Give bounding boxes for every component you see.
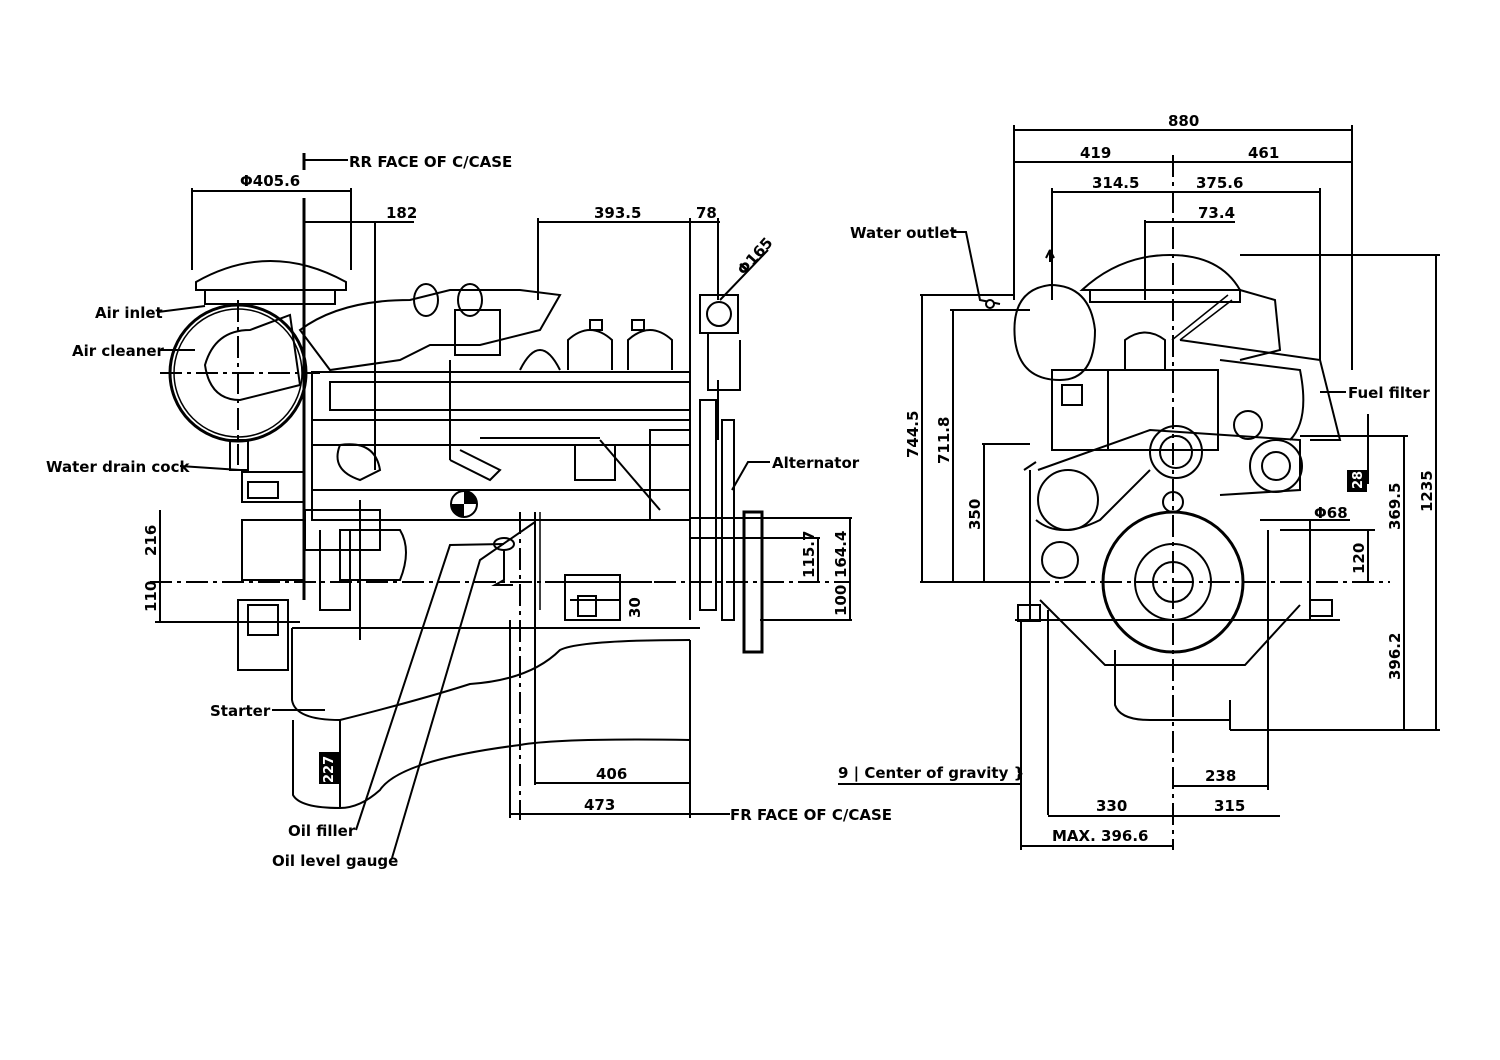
dim-air-cleaner-diameter: Φ405.6	[191, 172, 352, 270]
dim-label-350: 350	[966, 499, 984, 530]
dim-label-max-396-6: MAX. 396.6	[1052, 827, 1148, 845]
dim-label-330: 330	[1096, 797, 1127, 815]
air-cleaner	[160, 260, 347, 471]
water-outlet-marker	[985, 299, 995, 309]
front-left-dimensions: 744.5 711.8 350	[904, 294, 1030, 583]
callout-oil-level-gauge: Oil level gauge	[272, 852, 398, 870]
flywheel-housing	[237, 471, 305, 671]
dim-label-73-4: 73.4	[1198, 204, 1235, 222]
dim-right-verticals: 115.7 164.4 100	[690, 517, 852, 621]
dim-label-68: Φ68	[1314, 504, 1348, 522]
oil-pan: 227	[291, 627, 700, 810]
front-view: 880 419 461 314.5 375.6 73.4	[838, 112, 1440, 850]
fr-face-label: FR FACE OF C/CASE	[730, 806, 892, 824]
callout-oil-filler: Oil filler	[288, 822, 356, 840]
thermostat-housing	[699, 294, 741, 391]
dim-label-115-7: 115.7	[800, 531, 818, 578]
dim-label-405-6: Φ405.6	[240, 172, 300, 190]
front-pulleys	[1023, 410, 1303, 579]
sump-detail: 30	[545, 574, 652, 621]
front-bottom-dimensions: 9 | Center of gravity } 238 330 315 MAX.…	[838, 530, 1280, 850]
front-engine-body	[1013, 253, 1342, 451]
callout-air-inlet: Air inlet	[95, 304, 163, 322]
callout-water-drain-cock: Water drain cock	[46, 458, 190, 476]
dim-label-164-4: 164.4	[832, 531, 850, 578]
dim-393-5: 393.5 78	[537, 204, 720, 620]
side-view: RR FACE OF C/CASE Φ405.6 182 393.5 78	[46, 153, 892, 870]
callout-air-cleaner: Air cleaner	[72, 342, 165, 360]
dim-label-711-8: 711.8	[935, 417, 953, 464]
dim-label-1235: 1235	[1418, 470, 1436, 512]
dim-label-78: 78	[696, 204, 717, 222]
front-callouts: Water outlet Fuel filter	[850, 224, 1430, 402]
oil-filler	[491, 512, 541, 610]
dim-label-880: 880	[1168, 112, 1199, 130]
dim-label-120: 120	[1350, 543, 1368, 574]
dim-label-30: 30	[626, 597, 644, 618]
front-pulley	[699, 380, 764, 654]
dim-label-393-5: 393.5	[594, 204, 641, 222]
callout-center-of-gravity: 9 | Center of gravity }	[838, 764, 1024, 783]
dim-label-396-2: 396.2	[1386, 633, 1404, 680]
dim-165-diameter: Φ165	[719, 234, 777, 301]
dim-182: 182	[304, 204, 417, 470]
engine-block	[311, 360, 691, 521]
dim-label-375-6: 375.6	[1196, 174, 1243, 192]
dim-label-314-5: 314.5	[1092, 174, 1139, 192]
dim-label-110: 110	[142, 581, 160, 612]
center-of-gravity-symbol	[450, 490, 478, 518]
callout-alternator: Alternator	[772, 454, 860, 472]
dim-label-461: 461	[1248, 144, 1279, 162]
dim-label-182: 182	[386, 204, 417, 222]
dim-box-28: 28	[1351, 471, 1366, 489]
side-callouts: Air inlet Air cleaner Water drain cock A…	[46, 304, 860, 870]
dim-216-110: 216 110	[142, 510, 300, 623]
starter	[304, 500, 407, 640]
dim-label-216: 216	[142, 525, 160, 556]
dim-label-100: 100	[832, 585, 850, 616]
dim-label-419: 419	[1080, 144, 1111, 162]
dim-label-473: 473	[584, 796, 615, 814]
dim-label-165: Φ165	[734, 234, 777, 279]
dim-label-406: 406	[596, 765, 627, 783]
rocker-covers	[519, 319, 673, 371]
dim-bottom-lengths: 406 473 FR FACE OF C/CASE	[509, 610, 892, 824]
dim-label-315: 315	[1214, 797, 1245, 815]
callout-starter: Starter	[210, 702, 271, 720]
callout-water-outlet: Water outlet	[850, 224, 957, 242]
callout-fuel-filter: Fuel filter	[1348, 384, 1430, 402]
front-oil-pan	[1015, 470, 1340, 730]
turbocharger	[298, 283, 562, 372]
rr-face-label: RR FACE OF C/CASE	[349, 153, 512, 171]
front-top-dimensions: 880 419 461 314.5 375.6 73.4	[1013, 112, 1353, 370]
front-right-dimensions: 1235 369.5 396.2 120 28 Φ68	[1230, 254, 1440, 731]
dim-box-227: 227	[322, 756, 337, 783]
dim-label-369-5: 369.5	[1386, 483, 1404, 530]
dim-label-744-5: 744.5	[904, 411, 922, 458]
dim-label-238: 238	[1205, 767, 1236, 785]
